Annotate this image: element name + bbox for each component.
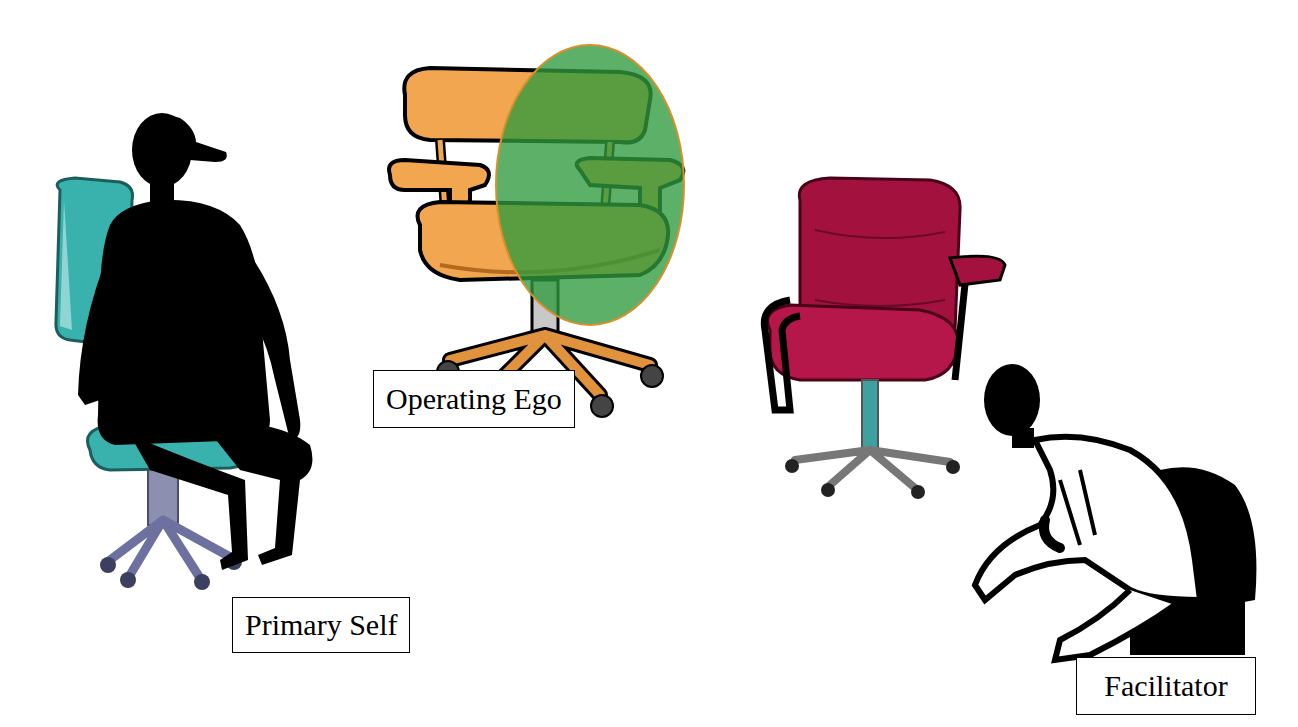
- label-box: Operating Ego: [373, 370, 575, 428]
- primary-self-figure: [56, 113, 313, 590]
- label-box: Facilitator: [1076, 657, 1256, 715]
- operating-ego-chair: [389, 45, 684, 417]
- box-label: Primary Self: [245, 608, 397, 642]
- box-label: Facilitator: [1104, 669, 1227, 703]
- empty-red-chair: [764, 178, 1005, 499]
- box-label: Operating Ego: [386, 382, 562, 416]
- label-box: Primary Self: [232, 597, 410, 653]
- facilitator-figure: [975, 364, 1256, 660]
